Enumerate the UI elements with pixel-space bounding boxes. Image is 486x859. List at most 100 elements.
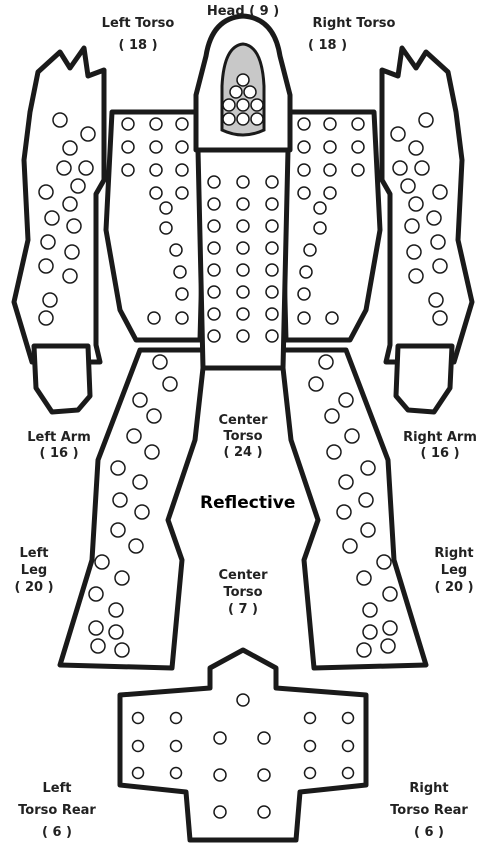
center-torso-armor-pip[interactable] — [237, 264, 249, 276]
right-torso-armor-pip[interactable] — [298, 312, 310, 324]
center-torso-armor-pip[interactable] — [237, 198, 249, 210]
left-leg-armor-pip[interactable] — [111, 523, 125, 537]
right-leg-armor-pip[interactable] — [339, 475, 353, 489]
right-arm-armor-pip[interactable] — [419, 113, 433, 127]
center-torso-armor-pip[interactable] — [237, 242, 249, 254]
left-arm-armor-pip[interactable] — [57, 161, 71, 175]
right-arm-armor-pip[interactable] — [427, 211, 441, 225]
head-armor-pip[interactable] — [237, 113, 249, 125]
right-torso-armor-pip[interactable] — [324, 187, 336, 199]
center-torso-armor-pip[interactable] — [237, 220, 249, 232]
left-leg-armor-pip[interactable] — [89, 621, 103, 635]
right-arm-armor-pip[interactable] — [433, 185, 447, 199]
right-leg-armor-pip[interactable] — [345, 429, 359, 443]
right-torso-armor-pip[interactable] — [352, 164, 364, 176]
left-torso-armor-pip[interactable] — [122, 164, 134, 176]
right-torso-armor-pip[interactable] — [304, 244, 316, 256]
head-armor-pip[interactable] — [251, 113, 263, 125]
center-torso-armor-pip[interactable] — [266, 198, 278, 210]
left-leg-armor-pip[interactable] — [135, 505, 149, 519]
left-torso-armor-pip[interactable] — [176, 164, 188, 176]
head-armor-pip[interactable] — [237, 99, 249, 111]
left-torso-armor-pip[interactable] — [150, 187, 162, 199]
left-leg-armor-pip[interactable] — [129, 539, 143, 553]
right-leg-armor-pip[interactable] — [361, 461, 375, 475]
right-torso-armor-pip[interactable] — [352, 118, 364, 130]
right-leg-armor-pip[interactable] — [343, 539, 357, 553]
right-leg-armor-pip[interactable] — [363, 603, 377, 617]
left-leg-armor-pip[interactable] — [133, 475, 147, 489]
center-torso-armor-pip[interactable] — [208, 176, 220, 188]
left-torso-armor-pip[interactable] — [122, 118, 134, 130]
head-armor-pip[interactable] — [244, 86, 256, 98]
center-torso-armor-pip[interactable] — [266, 242, 278, 254]
right-leg-armor-pip[interactable] — [383, 621, 397, 635]
center-torso-armor-pip[interactable] — [266, 286, 278, 298]
left-leg-armor-pip[interactable] — [109, 625, 123, 639]
right-leg-armor-pip[interactable] — [357, 643, 371, 657]
right-leg-armor-pip[interactable] — [381, 639, 395, 653]
center-torso-armor-pip[interactable] — [266, 308, 278, 320]
center-torso-armor-pip[interactable] — [208, 264, 220, 276]
left-torso-armor-pip[interactable] — [160, 222, 172, 234]
right-leg-armor-pip[interactable] — [337, 505, 351, 519]
left-arm-armor-pip[interactable] — [39, 259, 53, 273]
left-leg-armor-pip[interactable] — [153, 355, 167, 369]
right-leg-armor-pip[interactable] — [325, 409, 339, 423]
right-torso-rear-armor-pip[interactable] — [305, 768, 316, 779]
left-leg-armor-pip[interactable] — [89, 587, 103, 601]
center-torso-armor-pip[interactable] — [208, 286, 220, 298]
left-torso-armor-pip[interactable] — [122, 141, 134, 153]
left-torso-rear-armor-pip[interactable] — [133, 713, 144, 724]
left-arm-armor-pip[interactable] — [39, 311, 53, 325]
center-torso-armor-pip[interactable] — [237, 330, 249, 342]
right-torso-rear-armor-pip[interactable] — [305, 741, 316, 752]
left-leg-armor-pip[interactable] — [109, 603, 123, 617]
center-torso-rear-armor-pip[interactable] — [258, 806, 270, 818]
right-torso-armor-pip[interactable] — [298, 164, 310, 176]
center-torso-rear-armor-pip[interactable] — [214, 769, 226, 781]
right-leg-armor-pip[interactable] — [357, 571, 371, 585]
left-arm-armor-pip[interactable] — [79, 161, 93, 175]
center-torso-rear-armor-pip[interactable] — [237, 694, 249, 706]
left-torso-rear-armor-pip[interactable] — [133, 768, 144, 779]
left-leg-armor-pip[interactable] — [127, 429, 141, 443]
left-torso-armor-pip[interactable] — [170, 244, 182, 256]
right-leg-armor-pip[interactable] — [319, 355, 333, 369]
left-torso-rear-armor-pip[interactable] — [171, 713, 182, 724]
right-arm-armor-pip[interactable] — [431, 235, 445, 249]
left-torso-armor-pip[interactable] — [176, 187, 188, 199]
left-leg-armor-pip[interactable] — [113, 493, 127, 507]
right-arm-armor-pip[interactable] — [409, 197, 423, 211]
right-torso-rear-armor-pip[interactable] — [305, 713, 316, 724]
left-leg-armor-pip[interactable] — [145, 445, 159, 459]
center-torso-armor-pip[interactable] — [266, 330, 278, 342]
left-leg-armor-pip[interactable] — [91, 639, 105, 653]
left-leg-armor-pip[interactable] — [115, 571, 129, 585]
right-torso-armor-pip[interactable] — [314, 202, 326, 214]
left-leg-armor-pip[interactable] — [147, 409, 161, 423]
left-arm-armor-pip[interactable] — [63, 269, 77, 283]
right-leg-armor-pip[interactable] — [339, 393, 353, 407]
right-leg-armor-pip[interactable] — [309, 377, 323, 391]
left-arm-armor-pip[interactable] — [81, 127, 95, 141]
right-arm-armor-pip[interactable] — [405, 219, 419, 233]
center-torso-rear-armor-pip[interactable] — [214, 732, 226, 744]
left-arm-armor-pip[interactable] — [71, 179, 85, 193]
left-torso-armor-pip[interactable] — [150, 164, 162, 176]
left-arm-armor-pip[interactable] — [45, 211, 59, 225]
left-torso-armor-pip[interactable] — [176, 118, 188, 130]
center-torso-armor-pip[interactable] — [266, 220, 278, 232]
right-leg-armor-pip[interactable] — [327, 445, 341, 459]
right-torso-armor-pip[interactable] — [324, 141, 336, 153]
center-torso-rear-armor-pip[interactable] — [258, 732, 270, 744]
right-torso-rear-armor-pip[interactable] — [343, 768, 354, 779]
center-torso-armor-pip[interactable] — [208, 330, 220, 342]
left-arm-armor-pip[interactable] — [53, 113, 67, 127]
left-leg-armor-pip[interactable] — [111, 461, 125, 475]
head-armor-pip[interactable] — [251, 99, 263, 111]
right-torso-armor-pip[interactable] — [314, 222, 326, 234]
left-torso-armor-pip[interactable] — [150, 118, 162, 130]
right-arm-armor-pip[interactable] — [433, 259, 447, 273]
right-torso-armor-pip[interactable] — [324, 118, 336, 130]
